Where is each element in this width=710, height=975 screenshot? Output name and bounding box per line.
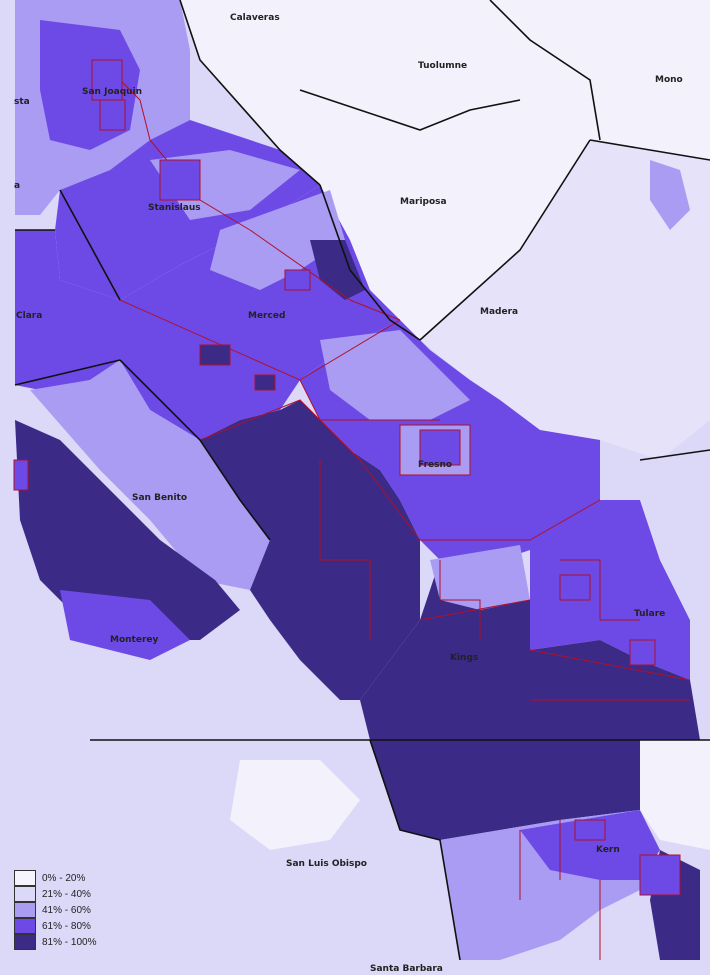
legend-label: 81% - 100%	[42, 936, 97, 948]
label-merced: Merced	[248, 311, 285, 321]
label-fresno: Fresno	[418, 460, 452, 470]
label-monterey: Monterey	[110, 635, 158, 645]
region-tulare	[530, 500, 690, 680]
legend-label: 41% - 60%	[42, 904, 91, 916]
label-mono: Mono	[655, 75, 683, 85]
region-slo-white	[230, 760, 360, 850]
label-san-joaquin: San Joaquin	[82, 87, 142, 97]
region-kings-light	[430, 545, 530, 610]
legend-label: 0% - 20%	[42, 872, 86, 884]
legend-item: 81% - 100%	[14, 934, 96, 950]
region-kern-purple	[520, 810, 660, 880]
label-kern: Kern	[596, 845, 620, 855]
region-clara	[15, 230, 120, 390]
region-merced-dark	[310, 240, 365, 300]
legend-item: 61% - 80%	[14, 918, 96, 934]
label-tulare: Tulare	[634, 609, 665, 619]
region-tulare-dark	[530, 640, 700, 740]
region-madera-east	[420, 140, 710, 460]
region-slo	[90, 740, 460, 975]
legend-item: 0% - 20%	[14, 870, 96, 886]
urban-clusters	[13, 59, 681, 896]
region-monterey-south	[60, 590, 190, 660]
label-clara: Clara	[16, 311, 42, 321]
label-stanislaus: Stanislaus	[148, 203, 201, 213]
legend-item: 41% - 60%	[14, 902, 96, 918]
legend-swatch	[14, 902, 36, 918]
label-kings: Kings	[450, 653, 478, 663]
county-borders	[14, 0, 710, 961]
region-kern-west	[370, 740, 640, 840]
region-mono-spot	[650, 160, 690, 230]
legend-swatch	[14, 870, 36, 886]
region-fresno-west	[200, 400, 420, 700]
label-tuolumne: Tuolumne	[418, 61, 467, 71]
label-san-benito: San Benito	[132, 493, 187, 503]
legend-swatch	[14, 886, 36, 902]
region-merced-light	[210, 190, 345, 290]
label-calaveras: Calaveras	[230, 13, 280, 23]
tract-lines	[59, 59, 691, 960]
label-mariposa: Mariposa	[400, 197, 447, 207]
legend-swatch	[14, 934, 36, 950]
label-san-luis-obispo: San Luis Obispo	[286, 859, 367, 869]
label-santa-barbara: Santa Barbara	[370, 964, 443, 974]
legend-item: 21% - 40%	[14, 886, 96, 902]
label-madera: Madera	[480, 307, 518, 317]
label-a: a	[14, 181, 20, 191]
region-fresno-light	[320, 330, 470, 420]
legend-swatch	[14, 918, 36, 934]
region-sierra	[180, 0, 710, 340]
legend-label: 61% - 80%	[42, 920, 91, 932]
label-sta: sta	[14, 97, 30, 107]
region-tulare-east	[640, 450, 710, 640]
map-legend: 0% - 20% 21% - 40% 41% - 60% 61% - 80% 8…	[14, 870, 96, 950]
region-monterey	[15, 420, 240, 640]
region-san-benito	[30, 360, 270, 590]
legend-label: 21% - 40%	[42, 888, 91, 900]
region-kern-east-light	[640, 740, 710, 850]
